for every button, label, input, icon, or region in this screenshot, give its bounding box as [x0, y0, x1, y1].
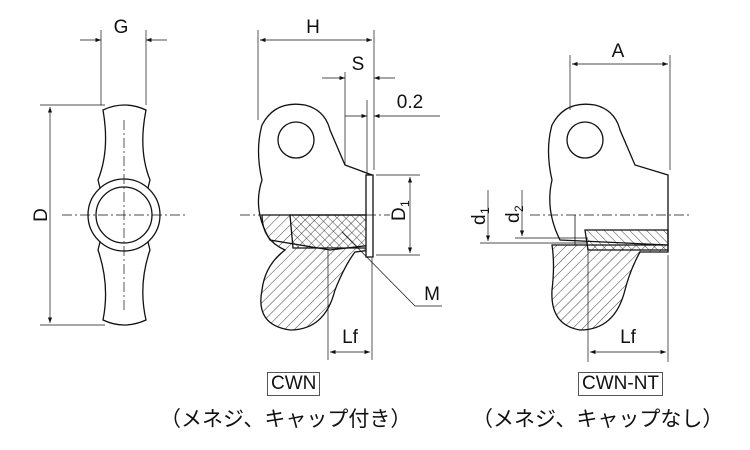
model-code-cwn-nt: CWN-NT	[578, 372, 664, 396]
front-view	[40, 30, 186, 326]
dim-d-label: D	[31, 208, 52, 222]
dim-h-label: H	[306, 17, 320, 38]
dim-m-label: M	[424, 284, 440, 305]
dim-lf-left-label: Lf	[342, 327, 359, 348]
dim-s-label: S	[352, 54, 365, 75]
side-view-cwn-nt	[480, 55, 690, 362]
dim-lf-right-label: Lf	[620, 327, 637, 348]
dim-d1-small-text: d	[469, 214, 490, 225]
side-view-cwn	[240, 30, 442, 360]
dim-gap-label: 0.2	[397, 92, 423, 113]
dim-a-label: A	[612, 41, 625, 62]
dim-d1-text: D	[389, 207, 410, 221]
dim-d2-label: d 2	[503, 205, 526, 223]
dim-d1-label: D 1	[389, 200, 412, 221]
model-caption-cwn: （メネジ、キャップ付き）	[160, 407, 412, 431]
model-caption-cwn-nt: （メネジ、キャップなし）	[472, 407, 724, 431]
model-code-cwn: CWN	[267, 372, 321, 396]
dim-g-label: G	[114, 17, 129, 38]
dim-d1-small-sub: 1	[478, 207, 492, 214]
dim-d1-small-label: d 1	[469, 207, 492, 225]
dim-d1-sub: 1	[398, 200, 412, 207]
dim-d2-sub: 2	[512, 205, 526, 212]
dim-d2-text: d	[503, 212, 524, 223]
